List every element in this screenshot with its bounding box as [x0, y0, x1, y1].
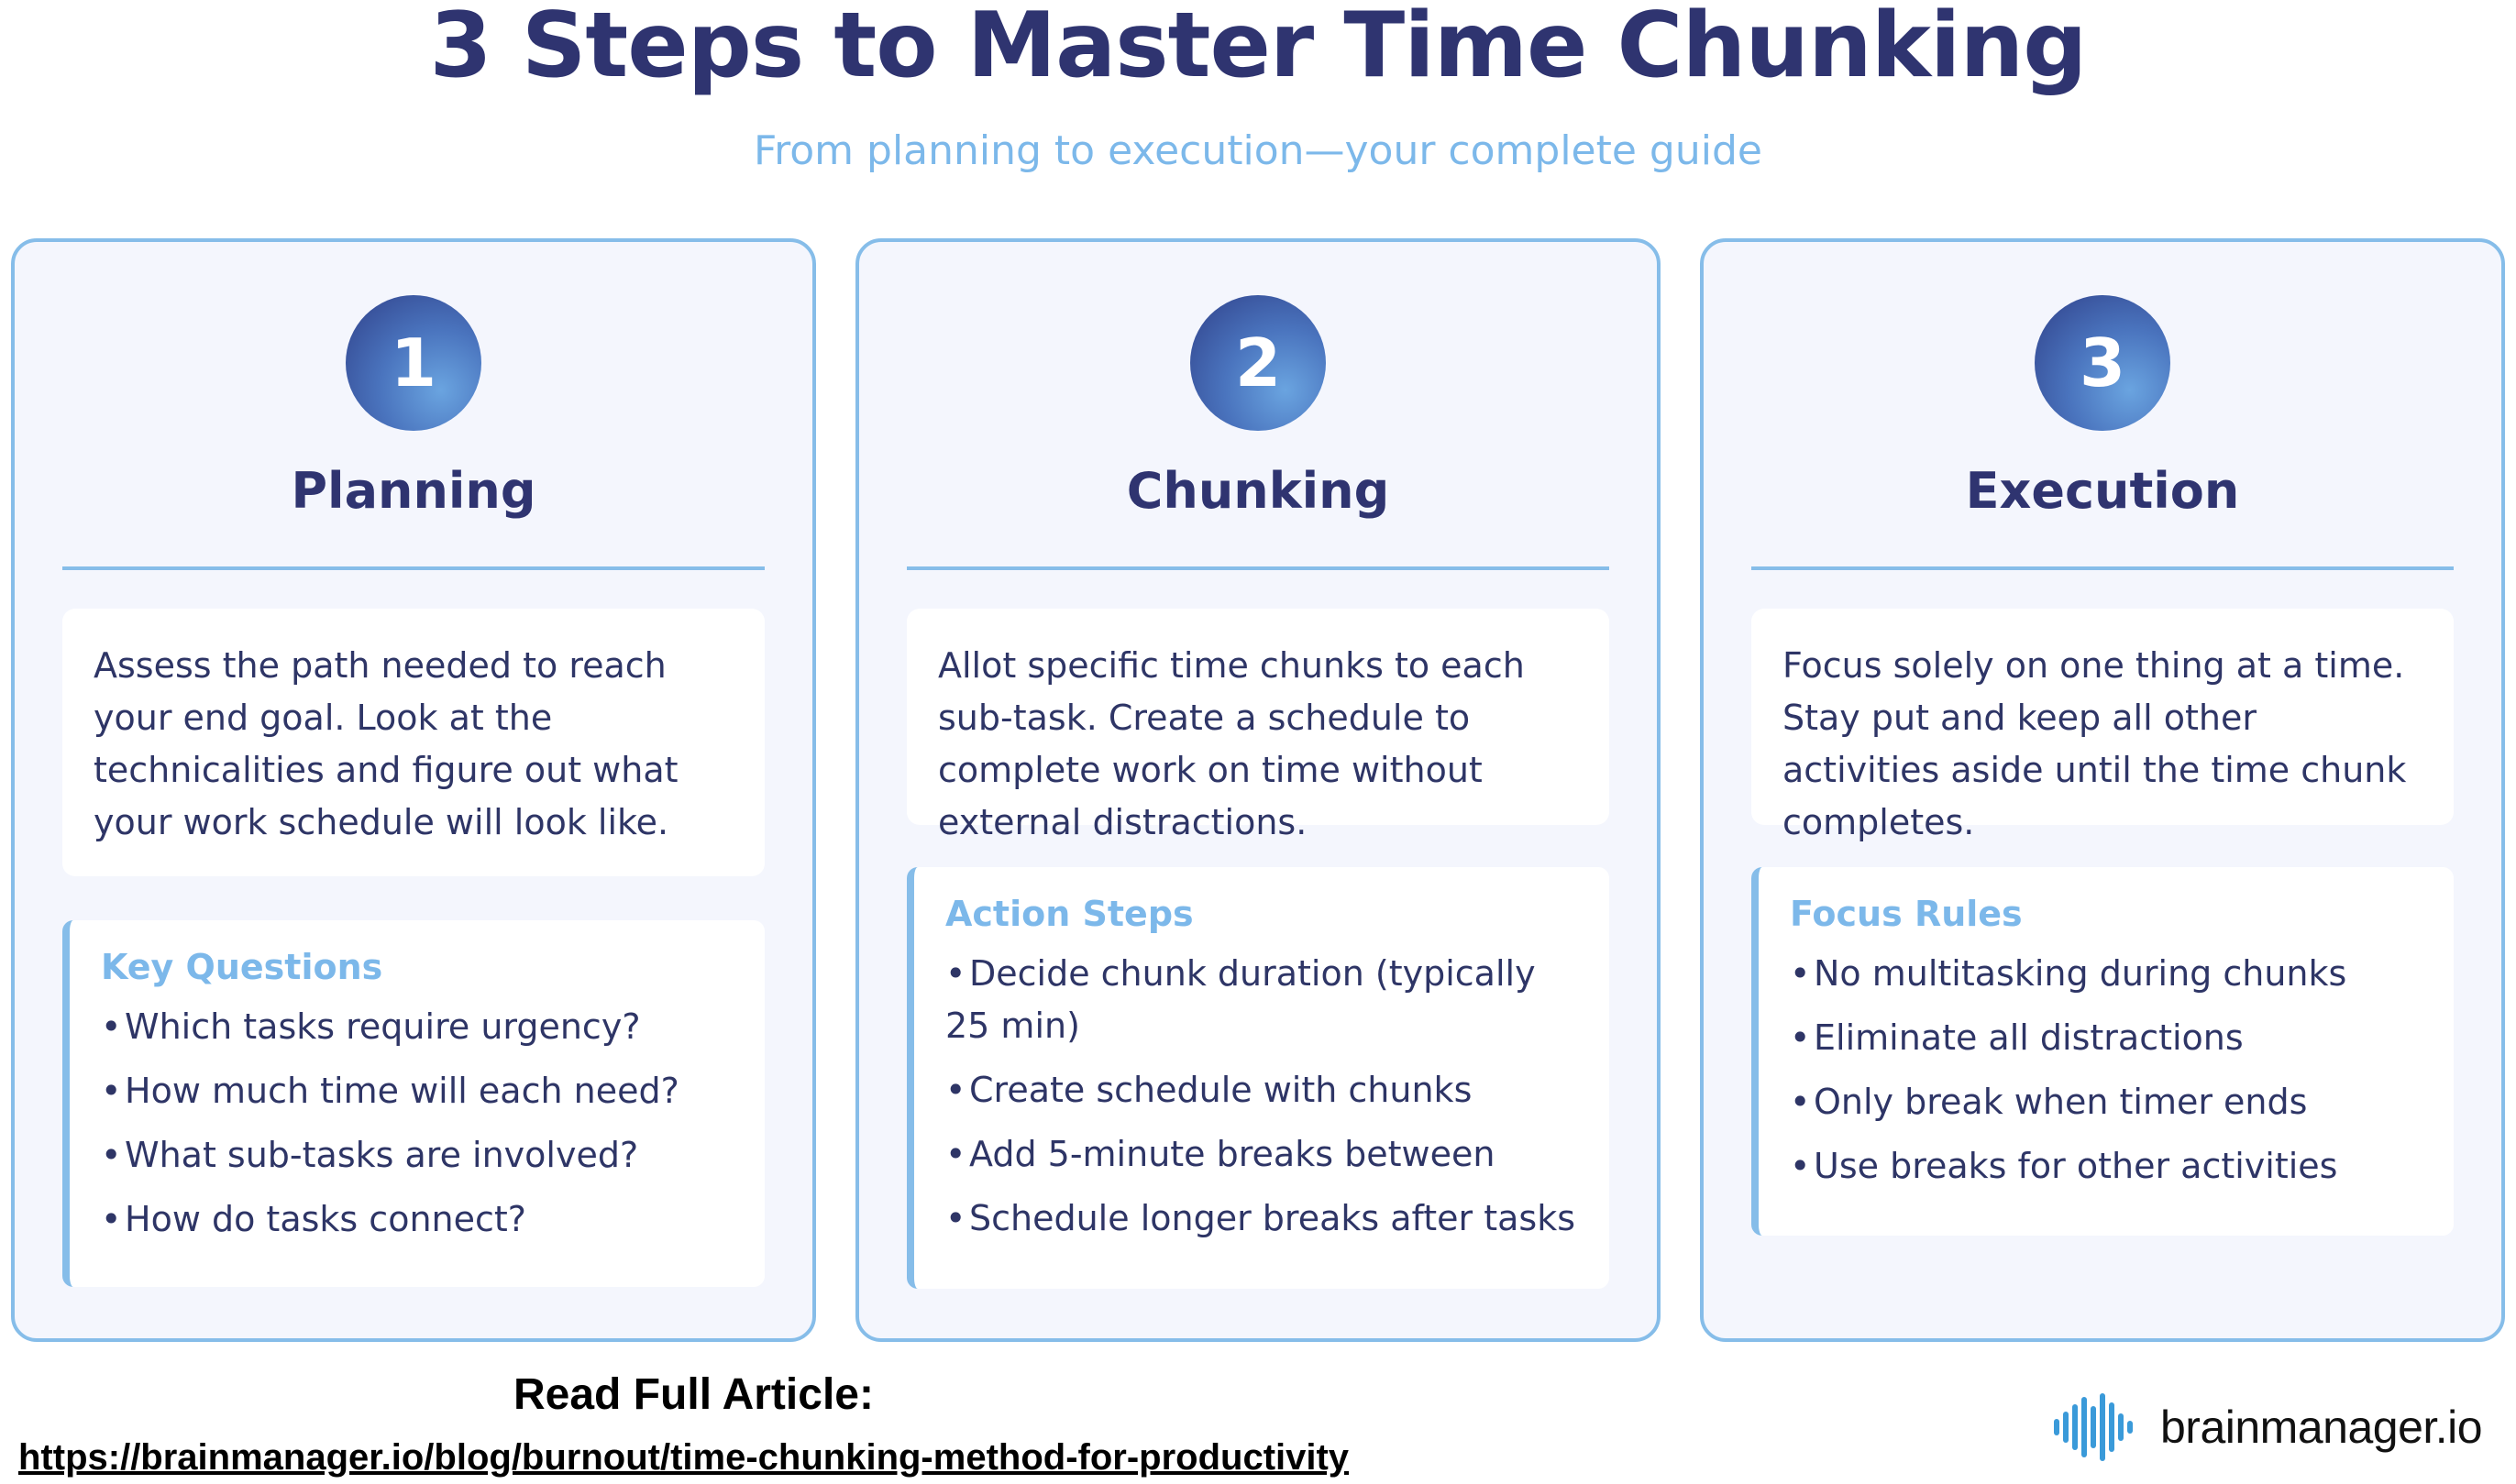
- divider: [1751, 566, 2454, 570]
- step-description: Assess the path needed to reach your end…: [62, 609, 765, 876]
- divider: [62, 566, 765, 570]
- list-item: •Only break when timer ends: [1790, 1082, 2308, 1122]
- bullet-list: •Decide chunk duration (typically 25 min…: [945, 948, 1582, 1245]
- step-card-execution: 3 Execution Focus solely on one thing at…: [1700, 238, 2505, 1342]
- read-full-article-label: Read Full Article:: [513, 1370, 874, 1419]
- key-questions-box: Key Questions •Which tasks require urgen…: [62, 920, 765, 1287]
- step-description: Focus solely on one thing at a time. Sta…: [1751, 609, 2454, 842]
- soundwave-logo-icon: [2054, 1393, 2133, 1461]
- step-title: Planning: [291, 462, 536, 520]
- step-card-chunking: 2 Chunking Allot specific time chunks to…: [855, 238, 1661, 1342]
- list-item: •Schedule longer breaks after tasks: [945, 1198, 1576, 1238]
- box-title: Focus Rules: [1790, 894, 2023, 934]
- action-steps-box: Action Steps •Decide chunk duration (typ…: [907, 867, 1609, 1289]
- divider: [907, 566, 1609, 570]
- bullet-list: •No multitasking during chunks •Eliminat…: [1790, 948, 2426, 1193]
- brand-name: brainmanager.io: [2160, 1402, 2483, 1453]
- bullet-list: •Which tasks require urgency? •How much …: [101, 1001, 737, 1246]
- step-number-badge: 1: [346, 295, 481, 431]
- list-item: •How much time will each need?: [101, 1071, 679, 1111]
- step-card-planning: 1 Planning Assess the path needed to rea…: [11, 238, 816, 1342]
- step-title: Execution: [1965, 462, 2240, 520]
- article-link[interactable]: https://brainmanager.io/blog/burnout/tim…: [18, 1437, 1350, 1478]
- list-item: •Eliminate all distractions: [1790, 1017, 2244, 1058]
- step-title: Chunking: [1126, 462, 1390, 520]
- step-number-badge: 2: [1190, 295, 1326, 431]
- list-item: •Decide chunk duration (typically 25 min…: [945, 953, 1536, 1046]
- box-title: Action Steps: [945, 894, 1194, 934]
- list-item: •Create schedule with chunks: [945, 1070, 1473, 1110]
- list-item: •Use breaks for other activities: [1790, 1146, 2338, 1186]
- list-item: •No multitasking during chunks: [1790, 953, 2347, 994]
- page-title: 3 Steps to Master Time Chunking: [429, 0, 2088, 98]
- list-item: •What sub-tasks are involved?: [101, 1135, 639, 1175]
- step-number-badge: 3: [2035, 295, 2170, 431]
- list-item: •Add 5-minute breaks between: [945, 1134, 1495, 1174]
- box-title: Key Questions: [101, 947, 383, 987]
- step-description: Allot specific time chunks to each sub-t…: [907, 609, 1609, 842]
- list-item: •How do tasks connect?: [101, 1199, 526, 1239]
- focus-rules-box: Focus Rules •No multitasking during chun…: [1751, 867, 2454, 1236]
- list-item: •Which tasks require urgency?: [101, 1006, 641, 1047]
- page-subtitle: From planning to execution—your complete…: [754, 127, 1762, 174]
